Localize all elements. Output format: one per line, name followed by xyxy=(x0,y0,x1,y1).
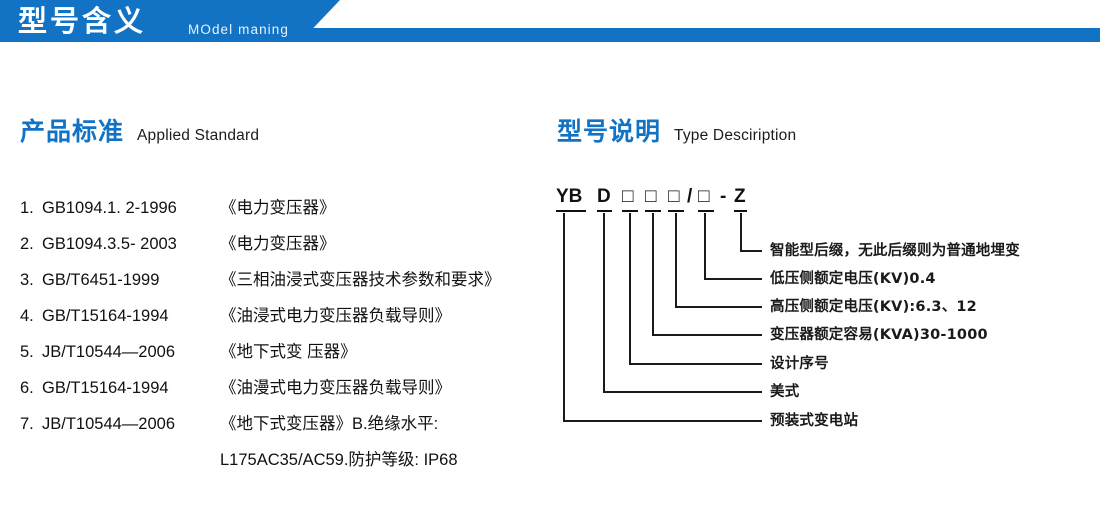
model-code-token: □ xyxy=(622,186,634,207)
header-baseline-gap xyxy=(0,42,1100,48)
callout-leader-vertical xyxy=(704,213,706,278)
standard-index: 1. xyxy=(20,199,34,217)
standard-row: 4. GB/T15164-1994 《油浸式电力变压器负载导则》 xyxy=(20,298,560,334)
standard-index: 5. xyxy=(20,343,34,361)
callout-leader-vertical xyxy=(603,213,605,391)
standard-index: 2. xyxy=(20,235,34,253)
section-heading-type-description: 型号说明 Type Desciription xyxy=(557,112,796,148)
model-code-underline xyxy=(698,210,714,212)
callout-leader-horizontal xyxy=(740,250,762,252)
callout-leader-vertical xyxy=(629,213,631,363)
callout-label: 设计序号 xyxy=(770,356,829,372)
page-header: 型号含义 MOdel maning xyxy=(0,0,1100,48)
standard-title: 《三相油浸式变压器技术参数和要求》 xyxy=(220,271,501,289)
standard-row: 3. GB/T6451-1999 《三相油浸式变压器技术参数和要求》 xyxy=(20,262,560,298)
model-code-token: □ xyxy=(668,186,680,207)
standard-row: 6. GB/T15164-1994 《油漫式电力变压器负载导则》 xyxy=(20,370,560,406)
callout-leader-vertical xyxy=(652,213,654,334)
callout-leader-vertical xyxy=(563,213,565,420)
standard-index: 4. xyxy=(20,307,34,325)
model-code-underline xyxy=(734,210,747,212)
section-title-cn-left: 产品标准 xyxy=(20,117,125,146)
callout-label: 变压器额定容易(KVA)30-1000 xyxy=(770,327,988,343)
applied-standards-list: 1. GB1094.1. 2-1996 《电力变压器》 2. GB1094.3.5- 2… xyxy=(20,190,560,478)
callout-leader-horizontal xyxy=(603,391,762,393)
model-code-underline xyxy=(556,210,586,212)
standard-row: 7. JB/T10544—2006 《地下式变压器》B.绝缘水平: xyxy=(20,406,560,442)
standard-code: GB1094.3.5- 2003 xyxy=(42,235,177,253)
callout-leader-horizontal xyxy=(675,306,762,308)
standard-row: 2. GB1094.3.5- 2003 《电力变压器》 xyxy=(20,226,560,262)
header-title-en: MOdel maning xyxy=(188,22,289,37)
section-title-cn-right: 型号说明 xyxy=(557,117,662,146)
standard-code: GB1094.1. 2-1996 xyxy=(42,199,177,217)
callout-label: 低压侧额定电压(KV)0.4 xyxy=(770,271,936,287)
standard-index: 6. xyxy=(20,379,34,397)
model-code-underline xyxy=(645,210,661,212)
header-left-block xyxy=(0,0,340,42)
section-title-en-left: Applied Standard xyxy=(137,127,260,144)
callout-leader-horizontal xyxy=(652,334,762,336)
standard-title: 《地下式变压器》B.绝缘水平: xyxy=(220,415,439,433)
model-code-underline xyxy=(668,210,684,212)
model-code-token: □ xyxy=(698,186,710,207)
standard-code: JB/T10544—2006 xyxy=(42,415,176,433)
standard-title: 《地下式变 压器》 xyxy=(220,343,357,361)
callout-label: 美式 xyxy=(770,384,800,400)
standard-row: 5. JB/T10544—2006 《地下式变 压器》 xyxy=(20,334,560,370)
model-code-token: □ xyxy=(645,186,657,207)
callout-leader-horizontal xyxy=(629,363,762,365)
callout-label: 智能型后缀，无此后缀则为普通地埋变 xyxy=(770,243,1020,259)
standard-row: 1. GB1094.1. 2-1996 《电力变压器》 xyxy=(20,190,560,226)
standard-continuation-line: L175AC35/AC59.防护等级: IP68 xyxy=(220,451,458,469)
model-code-underline xyxy=(622,210,638,212)
callout-label: 预装式变电站 xyxy=(770,413,859,429)
model-code-underline xyxy=(597,210,612,212)
standard-title: 《电力变压器》 xyxy=(220,235,336,253)
standard-title: 《油浸式电力变压器负载导则》 xyxy=(220,307,451,325)
callout-leader-vertical xyxy=(675,213,677,306)
standard-title: 《电力变压器》 xyxy=(220,199,336,217)
callout-leader-vertical xyxy=(740,213,742,250)
standard-code: GB/T15164-1994 xyxy=(42,379,169,397)
section-title-en-right: Type Desciription xyxy=(674,127,797,144)
model-code-token: D xyxy=(597,186,611,207)
standard-index: 7. xyxy=(20,415,34,433)
standard-code: JB/T10544—2006 xyxy=(42,343,176,361)
standard-code: GB/T6451-1999 xyxy=(42,271,160,289)
model-code-token: / xyxy=(687,186,693,207)
standard-code: GB/T15164-1994 xyxy=(42,307,169,325)
standard-title: 《油漫式电力变压器负载导则》 xyxy=(220,379,451,397)
header-title-cn: 型号含义 xyxy=(18,4,147,38)
model-code-token: YB xyxy=(556,186,583,207)
section-heading-applied-standard: 产品标准 Applied Standard xyxy=(20,112,259,148)
callout-leader-horizontal xyxy=(704,278,762,280)
model-code-token: - xyxy=(720,186,727,207)
callout-label: 高压侧额定电压(KV):6.3、12 xyxy=(770,299,977,315)
callout-leader-horizontal xyxy=(563,420,762,422)
model-code-token: Z xyxy=(734,186,746,207)
standard-index: 3. xyxy=(20,271,34,289)
